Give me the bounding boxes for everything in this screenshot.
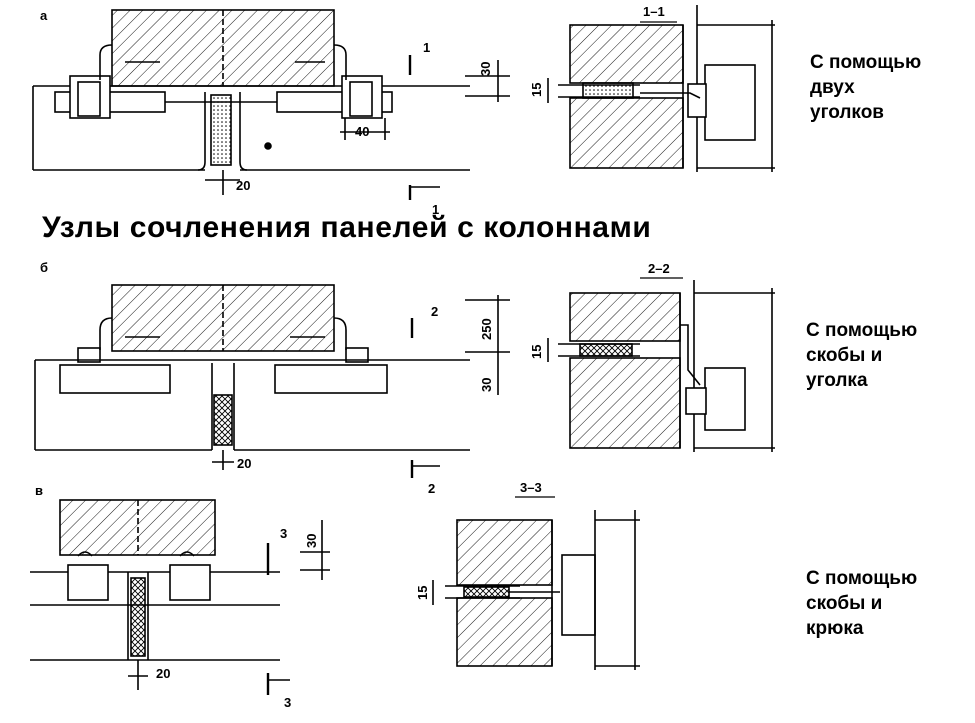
dim-b-height: 250 — [479, 318, 494, 340]
caption-b-line-3: уголка — [806, 370, 868, 391]
section-mark-1-top: 1 — [423, 40, 430, 55]
dim-c-offset: 30 — [304, 534, 319, 548]
dim-a-offset: 30 — [478, 62, 493, 76]
caption-c: С помощью скобы и крюка — [806, 566, 917, 641]
variant-letter-b: б — [40, 260, 48, 275]
caption-c-line-2: скобы и — [806, 593, 883, 614]
dim-b-seam: 15 — [529, 345, 544, 359]
section-title-2-2: 2–2 — [648, 261, 670, 276]
dim-a-joint: 20 — [236, 178, 250, 193]
caption-b-line-2: скобы и — [806, 345, 883, 366]
dim-a-seam: 15 — [529, 83, 544, 97]
section-1-1 — [547, 5, 775, 172]
caption-c-line-1: С помощью — [806, 568, 918, 589]
section-title-3-3: 3–3 — [520, 480, 542, 495]
section-2-2 — [547, 277, 775, 452]
dim-c-joint: 20 — [156, 666, 170, 681]
caption-a-line-1: С помощью — [810, 52, 922, 73]
caption-c-line-3: крюка — [806, 618, 864, 639]
plan-c — [30, 499, 330, 695]
caption-b: С помощью скобы и уголка — [806, 318, 917, 393]
dim-c-seam: 15 — [415, 586, 430, 600]
section-mark-3-top: 3 — [280, 526, 287, 541]
page-title: Узлы сочленения панелей с колоннами — [42, 211, 652, 244]
dim-b-offset: 30 — [479, 378, 494, 392]
caption-a: С помощью двух уголков — [810, 50, 921, 125]
variant-letter-a: а — [40, 8, 48, 23]
dim-a-angle: 40 — [355, 124, 369, 139]
caption-a-line-3: уголков — [810, 102, 884, 123]
section-mark-3-bottom: 3 — [284, 695, 291, 710]
section-mark-2-top: 2 — [431, 304, 438, 319]
caption-a-line-2: двух — [810, 77, 855, 98]
dim-b-joint: 20 — [237, 456, 251, 471]
plan-a — [32, 9, 510, 200]
caption-b-line-1: С помощью — [806, 320, 918, 341]
section-title-1-1: 1–1 — [643, 4, 665, 19]
section-mark-1-bottom: 1 — [432, 202, 439, 217]
plan-b — [34, 284, 510, 478]
section-3-3 — [432, 496, 640, 670]
variant-letter-c: в — [35, 483, 43, 498]
section-mark-2-bottom: 2 — [428, 481, 435, 496]
